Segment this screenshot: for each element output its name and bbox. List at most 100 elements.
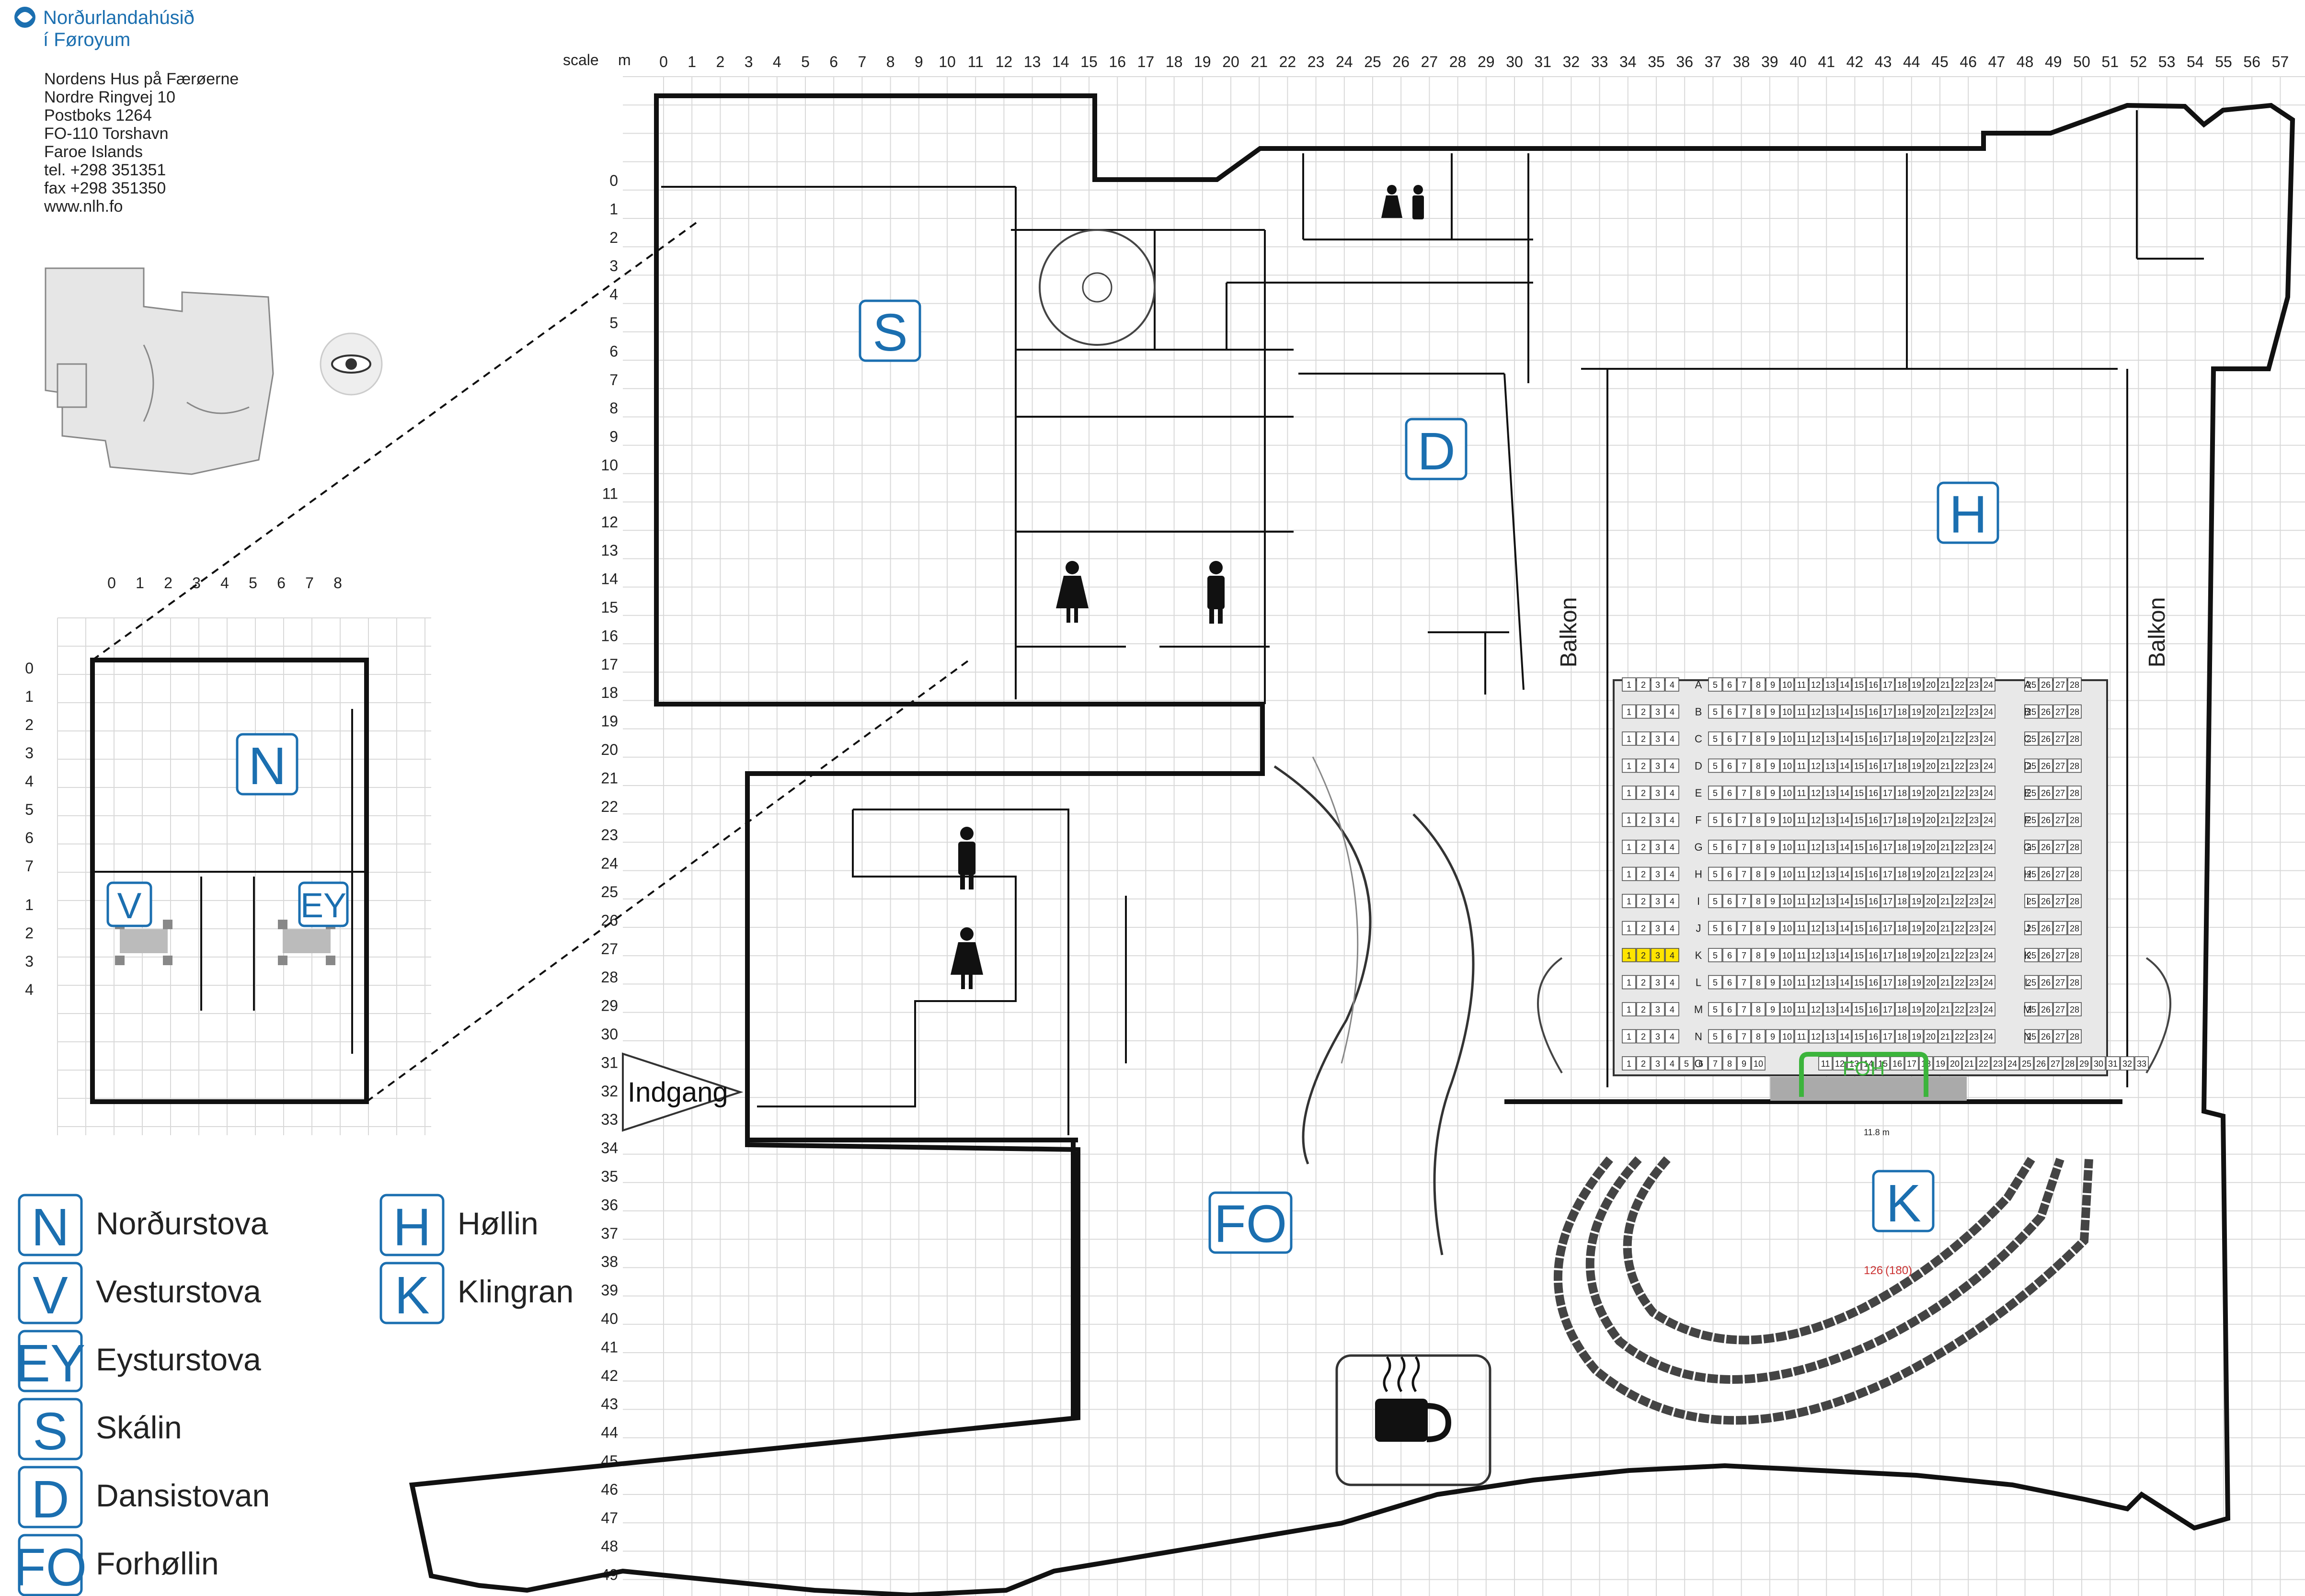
- inset-x-tick: 8: [333, 574, 342, 592]
- seat-number: 4: [1670, 1005, 1674, 1015]
- seat-number: 22: [1955, 843, 1964, 852]
- seat: [1780, 894, 1794, 908]
- x-tick-label: 53: [2158, 53, 2176, 70]
- seat-number: 23: [1969, 707, 1979, 717]
- x-tick-label: 2: [716, 53, 725, 70]
- seat: [1852, 921, 1866, 935]
- seat-number: 17: [1883, 1005, 1892, 1015]
- room-badge-d[interactable]: D: [1405, 418, 1468, 481]
- seat: [1837, 866, 1852, 881]
- seat-number: 3: [1655, 978, 1660, 988]
- room-badge-v[interactable]: V: [106, 881, 152, 927]
- seat: [1866, 704, 1881, 719]
- inset-x-tick: 7: [305, 574, 314, 592]
- balcony-left-label: Balkon: [1556, 597, 1582, 668]
- seat: [1708, 1002, 1722, 1016]
- seat-number: 15: [1854, 924, 1864, 934]
- seat-number: 32: [2122, 1059, 2132, 1069]
- room-badge-h[interactable]: H: [1937, 481, 1999, 544]
- room-badge-s[interactable]: S: [859, 299, 921, 362]
- seat: [1924, 1002, 1938, 1016]
- x-tick-label: 49: [2045, 53, 2062, 70]
- seat-number: 2: [1641, 707, 1646, 717]
- room-badge-ey[interactable]: EY: [298, 881, 349, 927]
- seat: [1722, 894, 1737, 908]
- seat-number: 16: [1869, 870, 1878, 879]
- seat-number: 2: [1641, 924, 1646, 934]
- x-tick-label: 8: [886, 53, 895, 70]
- seat: [1895, 731, 1909, 746]
- seat-number: 25: [2027, 707, 2036, 717]
- seat-number: 26: [2041, 1032, 2051, 1042]
- seat: [1967, 1029, 1981, 1044]
- seat: [1665, 921, 1679, 935]
- inset-x-tick: 2: [164, 574, 172, 592]
- seat-number: 3: [1655, 1059, 1660, 1069]
- svg-text:Klingran: Klingran: [458, 1274, 573, 1309]
- seat: [1895, 840, 1909, 854]
- inset-y-tick: 1: [25, 896, 34, 913]
- x-tick-label: 40: [1789, 53, 1807, 70]
- seat-number: 9: [1770, 870, 1775, 879]
- seat: [1809, 704, 1823, 719]
- seat: [1909, 948, 1924, 962]
- seat-number: 12: [1811, 951, 1821, 960]
- seat: [1852, 1002, 1866, 1016]
- seat-number: 5: [1713, 762, 1718, 771]
- address-line: fax +298 351350: [44, 179, 166, 197]
- x-tick-label: 39: [1761, 53, 1778, 70]
- seat-number: 1: [1627, 897, 1631, 906]
- seat-number: 21: [1940, 788, 1950, 798]
- seat-number: 13: [1825, 843, 1835, 852]
- address-line: Faroe Islands: [44, 143, 143, 161]
- seat: [1809, 731, 1823, 746]
- seat: [1737, 975, 1751, 990]
- x-tick-label: 28: [1449, 53, 1467, 70]
- seat: [1924, 731, 1938, 746]
- seat-number: 22: [1955, 870, 1964, 879]
- seat-number: 3: [1655, 734, 1660, 744]
- seat-number: 11: [1797, 978, 1806, 988]
- seat-number: 9: [1770, 1032, 1775, 1042]
- seat: [2067, 894, 2082, 908]
- seat: [1895, 758, 1909, 773]
- seat: [1938, 948, 1952, 962]
- seat-number: 6: [1727, 924, 1732, 934]
- y-tick-label: 16: [601, 627, 618, 644]
- seat: [1751, 677, 1766, 692]
- seat: [1981, 1002, 1995, 1016]
- x-tick-label: 1: [688, 53, 696, 70]
- seat: [1981, 812, 1995, 827]
- room-badge-n[interactable]: N: [236, 733, 298, 796]
- seat: [1708, 1029, 1722, 1044]
- row-label: F: [2024, 814, 2030, 826]
- row-label: I: [1697, 895, 1700, 907]
- seat-number: 21: [1940, 951, 1950, 960]
- seat: [1895, 1002, 1909, 1016]
- room-badge-fo[interactable]: FO: [1208, 1191, 1293, 1254]
- seat: [2067, 758, 2082, 773]
- seat: [1651, 731, 1665, 746]
- svg-text:Dansistovan: Dansistovan: [96, 1478, 270, 1513]
- seat: [2048, 1056, 2063, 1071]
- seat: [1809, 921, 1823, 935]
- seat-number: 27: [2055, 734, 2065, 744]
- room-badge-k[interactable]: K: [1872, 1170, 1935, 1233]
- seat-number: 18: [1897, 734, 1907, 744]
- seat: [1852, 731, 1866, 746]
- row-label: I: [2026, 895, 2029, 907]
- seat: [1981, 731, 1995, 746]
- seat: [1751, 1056, 1766, 1071]
- seat-number: 8: [1756, 762, 1761, 771]
- seat: [2067, 704, 2082, 719]
- seat-number: 13: [1825, 1005, 1835, 1015]
- seat-number: 27: [2055, 870, 2065, 879]
- seat-number: 24: [1984, 870, 1993, 879]
- seat-number: 18: [1897, 870, 1907, 879]
- seat-number: 29: [2079, 1059, 2089, 1069]
- seat: [1837, 1002, 1852, 1016]
- seat-number: 5: [1713, 1032, 1718, 1042]
- inset-y-tick: 2: [25, 924, 34, 942]
